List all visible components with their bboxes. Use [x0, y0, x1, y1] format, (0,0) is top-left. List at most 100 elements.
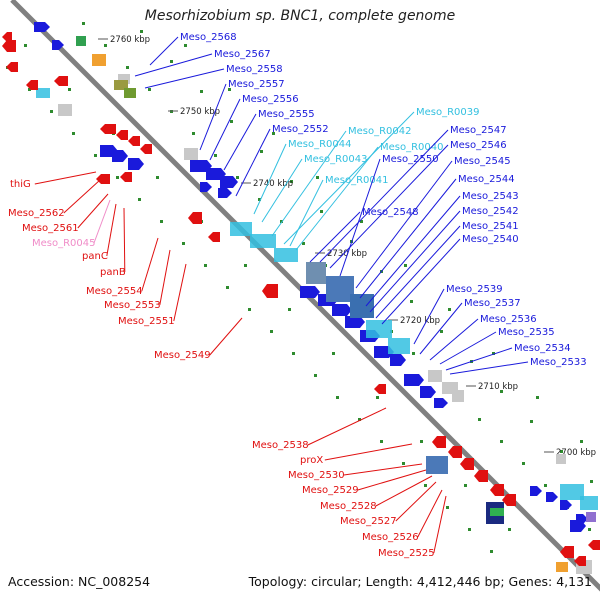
gene-block-grey	[556, 454, 566, 464]
label-callout-line	[149, 36, 179, 66]
tick-dot	[358, 418, 361, 421]
tick-dot	[272, 132, 275, 135]
tick-dot	[320, 210, 323, 213]
gene-label: Meso_2567	[214, 49, 271, 60]
gene-label: Meso_2551	[118, 316, 175, 327]
label-callout-line	[369, 210, 461, 313]
tick-dot	[580, 440, 583, 443]
gene-label: Meso_2529	[302, 485, 359, 496]
reverse-gene-arrow	[374, 384, 386, 394]
tick-dot	[230, 120, 233, 123]
forward-gene-arrow	[345, 316, 365, 328]
tick-dot	[424, 484, 427, 487]
map-title: Mesorhizobium sp. BNC1, complete genome	[144, 8, 456, 24]
reverse-gene-arrow	[188, 212, 202, 224]
gene-label: Meso_2541	[462, 221, 519, 232]
tick-dot	[508, 528, 511, 531]
label-callout-line	[253, 143, 287, 215]
label-callout-line	[307, 407, 387, 446]
tick-dot	[244, 264, 247, 267]
reverse-gene-arrow	[26, 80, 38, 90]
reverse-gene-arrow	[460, 458, 474, 470]
tick-dot	[156, 176, 159, 179]
gene-label: Meso_2536	[480, 314, 537, 325]
forward-gene-arrow	[434, 398, 448, 408]
gene-block-orange	[92, 54, 106, 66]
label-callout-line	[271, 130, 347, 237]
gene-label: Meso_2568	[180, 32, 237, 43]
tick-dot	[160, 220, 163, 223]
tick-dot	[184, 44, 187, 47]
gene-label: Meso_R0043	[304, 154, 368, 165]
tick-dot	[380, 440, 383, 443]
forward-gene-arrow	[530, 486, 542, 496]
gene-block-grey	[184, 148, 198, 160]
gene-label: Meso_2543	[462, 191, 519, 202]
tick-dot	[360, 220, 363, 223]
label-callout-line	[235, 128, 271, 197]
label-callout-line	[355, 160, 453, 289]
tick-dot	[410, 300, 413, 303]
tick-dot	[468, 528, 471, 531]
tick-dot	[204, 264, 207, 267]
rna-block	[388, 338, 410, 354]
tick-dot	[440, 330, 443, 333]
tick-dot	[544, 484, 547, 487]
label-callout-line	[365, 195, 461, 307]
gene-label: Meso_2542	[462, 206, 519, 217]
tick-dot	[590, 480, 593, 483]
forward-gene-arrow	[420, 386, 436, 398]
gene-label: Meso_R0039	[416, 107, 480, 118]
gene-label: Meso_2549	[154, 350, 211, 361]
gene-label: Meso_2553	[104, 300, 161, 311]
gene-label: Meso_2547	[450, 125, 507, 136]
accession-label: Accession: NC_008254	[8, 574, 151, 589]
reverse-gene-arrow	[208, 232, 220, 242]
label-callout-line	[261, 158, 303, 223]
reverse-gene-arrow	[54, 76, 68, 86]
gene-label: Meso_2540	[462, 234, 519, 245]
tick-dot	[302, 242, 305, 245]
forward-gene-arrow	[34, 22, 50, 32]
label-callout-line	[419, 302, 463, 355]
label-callout-line	[359, 178, 457, 299]
rna-block	[36, 88, 50, 98]
gene-label: Meso_2554	[86, 286, 143, 297]
tick-dot	[336, 396, 339, 399]
gene-label: Meso_2556	[242, 94, 299, 105]
gene-label: Meso_2530	[288, 470, 345, 481]
label-callout-line	[34, 171, 97, 185]
gene-label: Meso_R0045	[32, 238, 96, 249]
tick-dot	[192, 132, 195, 135]
gene-label: Meso_2561	[22, 223, 79, 234]
forward-gene-arrow	[404, 374, 424, 386]
gene-label: Meso_2558	[226, 64, 283, 75]
tick-dot	[314, 374, 317, 377]
operon-block	[306, 262, 326, 284]
tick-dot	[228, 88, 231, 91]
label-callout-line	[141, 237, 159, 292]
rna-block	[230, 222, 252, 236]
label-callout-line	[209, 317, 243, 356]
tick-dot	[448, 308, 451, 311]
tick-dot	[82, 22, 85, 25]
tick-dot	[226, 286, 229, 289]
gene-label: Meso_2539	[446, 284, 503, 295]
label-callout-line	[324, 443, 413, 461]
gene-label: thiG	[10, 179, 31, 190]
reverse-gene-arrow	[128, 136, 140, 146]
tick-dot	[316, 176, 319, 179]
tick-dot	[280, 220, 283, 223]
label-callout-line	[319, 129, 449, 263]
reverse-gene-arrow	[120, 172, 132, 182]
gene-label: proX	[300, 455, 323, 466]
gene-label: Meso_2552	[272, 124, 329, 135]
tick-dot	[72, 132, 75, 135]
label-callout-line	[199, 83, 227, 151]
label-callout-line	[433, 495, 447, 554]
tick-dot	[68, 88, 71, 91]
topology-label: Topology: circular; Length: 4,412,446 bp…	[248, 574, 592, 589]
tick-dot	[248, 308, 251, 311]
